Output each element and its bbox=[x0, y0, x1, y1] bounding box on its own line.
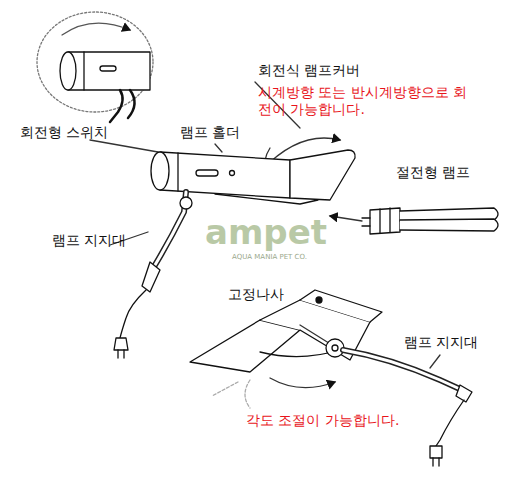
watermark: AQUA MANIA PET CO. bbox=[232, 253, 307, 261]
part-label: 회전식 램프커버 bbox=[258, 62, 360, 79]
part-label: 램프 지지대 bbox=[404, 334, 478, 351]
part-label: 램프 홀더 bbox=[180, 124, 240, 141]
part-label: 고정나사 bbox=[228, 286, 284, 303]
watermark: ampet bbox=[205, 212, 327, 253]
note-text: 시계방향 또는 반시계방향으로 회전이 가능합니다. bbox=[258, 84, 470, 118]
part-label: 램프 지지대 bbox=[52, 232, 126, 249]
part-label: 절전형 램프 bbox=[396, 164, 470, 181]
part-label: 회전형 스위치 bbox=[20, 124, 108, 141]
note-text: 각도 조절이 가능합니다. bbox=[246, 412, 399, 429]
